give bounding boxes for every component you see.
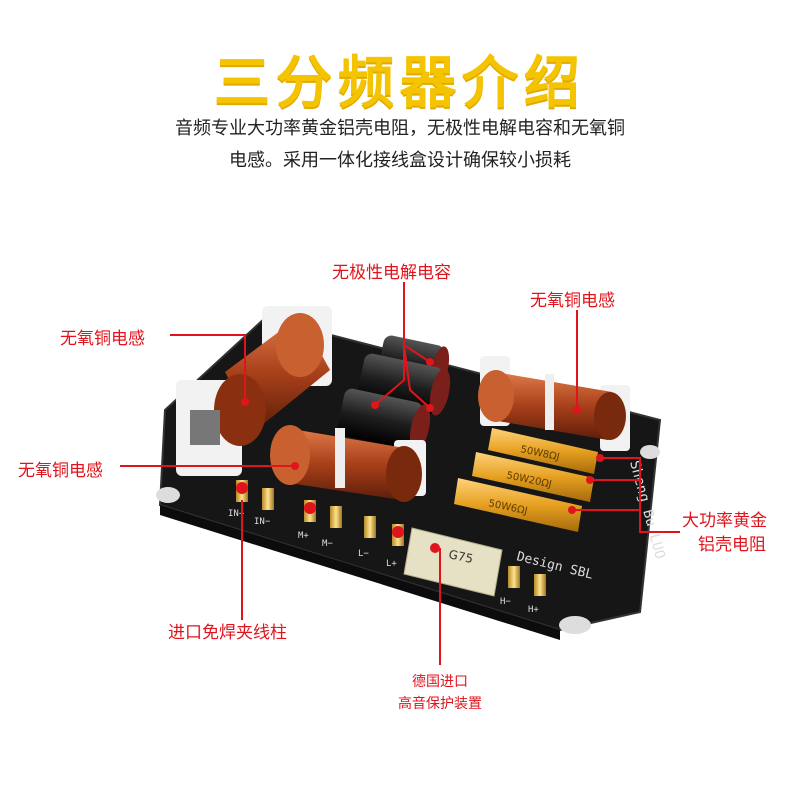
- callout-inductor-mid-left: 无氧铜电感: [18, 461, 103, 481]
- terminal-label-l-minus: L−: [358, 549, 369, 559]
- capacitor-3: [337, 388, 431, 452]
- callout-inductor-top-left: 无氧铜电感: [60, 329, 145, 349]
- callout-inductor-top-right: 无氧铜电感: [530, 291, 615, 311]
- terminal-label-h-plus: H+: [528, 605, 539, 615]
- terminal-label-in-plus: IN+: [228, 509, 245, 519]
- terminal-label-m-plus: M+: [298, 531, 309, 541]
- inductor-front-left: [270, 425, 426, 502]
- subtitle-line-2: 电感。采用一体化接线盒设计确保较小损耗: [229, 150, 571, 171]
- callout-capacitor: 无极性电解电容: [332, 263, 451, 283]
- callout-resistor-line-1: 大功率黄金: [682, 511, 767, 531]
- tweeter-protector: G75: [403, 527, 503, 597]
- terminal-label-h-minus: H−: [500, 597, 511, 607]
- callout-protector-line-1: 德国进口: [412, 674, 468, 690]
- inductor-right: [478, 356, 630, 451]
- callout-lines: [120, 282, 680, 665]
- callout-protector-line-2: 高音保护装置: [398, 696, 482, 712]
- subtitle-line-1: 音频专业大功率黄金铝壳电阻，无极性电解电容和无氧铜: [175, 118, 625, 139]
- terminal-posts: [236, 480, 546, 596]
- callout-resistor-line-2: 铝壳电阻: [698, 535, 766, 555]
- terminal-label-in-minus: IN−: [254, 517, 271, 527]
- terminal-label-m-minus: M−: [322, 539, 333, 549]
- page-title: 三分频器介绍: [214, 51, 586, 116]
- resistor-3: 50W6ΩJ: [454, 478, 582, 532]
- terminal-label-l-plus: L+: [386, 559, 397, 569]
- resistor-2: 50W20ΩJ: [472, 452, 594, 502]
- resistor-1: 50W8ΩJ: [488, 428, 598, 474]
- inductor-top-left: [176, 306, 332, 476]
- protector-text: G75: [447, 547, 474, 566]
- callout-terminal: 进口免焊夹线柱: [168, 623, 287, 643]
